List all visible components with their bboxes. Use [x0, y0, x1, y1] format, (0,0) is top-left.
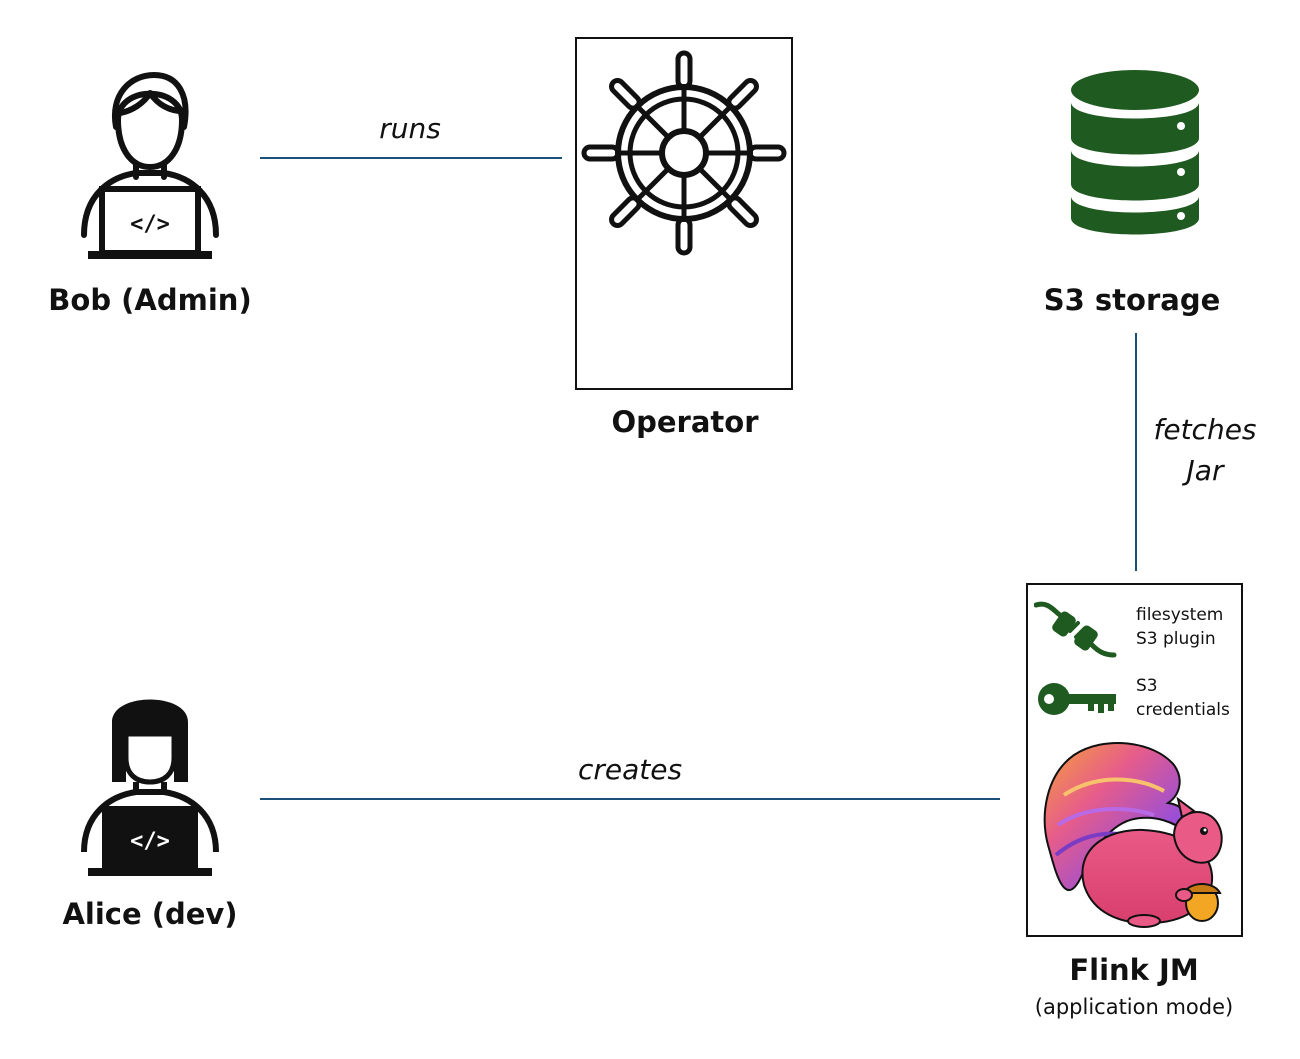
key-item-line2: credentials [1136, 700, 1230, 720]
fetches-connector [1135, 333, 1137, 571]
operator-box [575, 37, 793, 390]
runs-label: runs [379, 112, 441, 145]
creates-label: creates [577, 753, 683, 786]
plug-icon [1034, 601, 1117, 658]
database-icon [1071, 70, 1199, 235]
creates-connector [260, 798, 1000, 800]
s3-storage-label: S3 storage [1043, 283, 1221, 317]
plug-item-line2: S3 plugin [1136, 629, 1216, 649]
developer-laptop-icon: </> [81, 699, 219, 876]
alice-actor: </> [70, 682, 230, 882]
operator-label: Operator [611, 405, 759, 439]
flink-jm-label: Flink JM [1069, 953, 1199, 987]
flink-jm-box: filesystem S3 plugin S3 credentials [1026, 583, 1243, 937]
flink-jm-sublabel: (application mode) [1034, 995, 1234, 1019]
fetches-label-line1: fetches [1153, 413, 1257, 446]
bob-label: Bob (Admin) [48, 283, 252, 317]
key-item-line1: S3 [1136, 676, 1158, 696]
plug-item-line1: filesystem [1136, 605, 1224, 625]
s3-storage [1065, 68, 1205, 238]
svg-text:</>: </> [130, 829, 170, 854]
fetches-label-line2: Jar [1186, 454, 1224, 487]
alice-label: Alice (dev) [62, 897, 238, 931]
key-icon [1038, 683, 1116, 715]
developer-laptop-icon: </> [81, 72, 219, 259]
svg-text:</>: </> [130, 212, 170, 237]
ship-wheel-icon [581, 50, 787, 256]
runs-connector [260, 157, 562, 159]
bob-actor: </> [70, 65, 230, 265]
flink-squirrel-logo [1043, 742, 1223, 928]
